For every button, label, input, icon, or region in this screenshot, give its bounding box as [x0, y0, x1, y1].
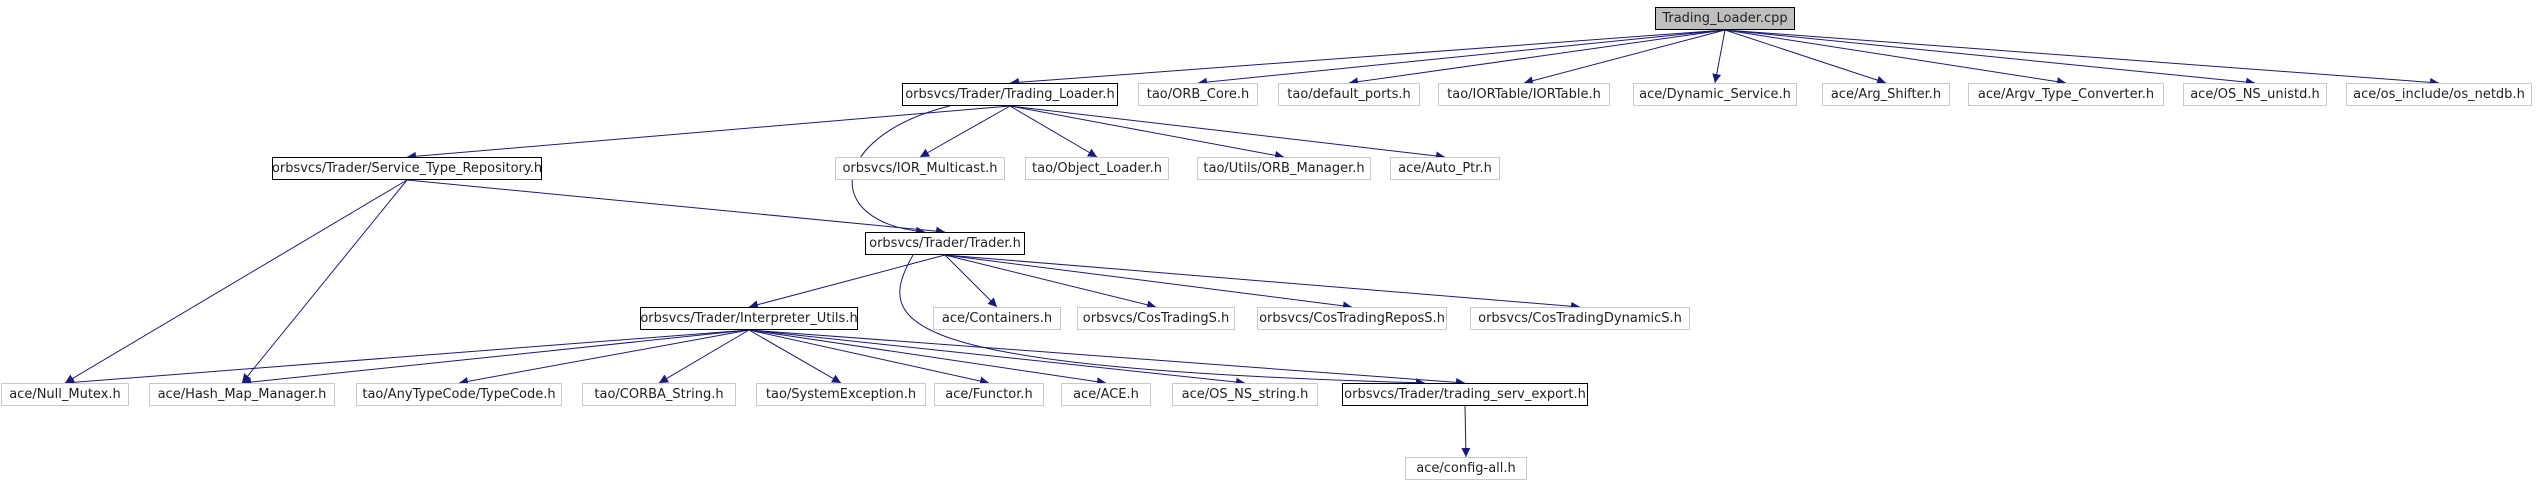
node-arg-shifter-h[interactable]: ace/Arg_Shifter.h: [1822, 83, 1950, 106]
node-orb-manager-h[interactable]: tao/Utils/ORB_Manager.h: [1197, 157, 1371, 180]
node-interpreter-utils-h[interactable]: orbsvcs/Trader/Interpreter_Utils.h: [640, 307, 858, 330]
edge-interpreter_utils_h-to-functor_h: [748, 329, 990, 386]
edge-trading_serv_export_h-to-config_all_h: [1461, 405, 1471, 458]
node-trader-h[interactable]: orbsvcs/Trader/Trader.h: [865, 232, 1025, 255]
node-dynamic-service-h[interactable]: ace/Dynamic_Service.h: [1633, 83, 1797, 106]
node-auto-ptr-h[interactable]: ace/Auto_Ptr.h: [1390, 157, 1500, 180]
edge-trading_loader_cpp-to-trading_loader_h: [1009, 29, 1726, 87]
node-service-type-repository-h[interactable]: orbsvcs/Trader/Service_Type_Repository.h: [272, 157, 542, 180]
node-ior-multicast-h[interactable]: orbsvcs/IOR_Multicast.h: [835, 157, 1005, 180]
edge-trader_h-to-cos_trading_dynamic_s_h: [944, 254, 1581, 311]
edge-trader_h-to-containers_h: [944, 254, 998, 308]
node-iortable-h[interactable]: tao/IORTable/IORTable.h: [1438, 83, 1610, 106]
edge-trading_loader_h-to-service_type_repository_h: [406, 105, 1011, 161]
node-os-netdb-h[interactable]: ace/os_include/os_netdb.h: [2346, 83, 2532, 106]
edge-interpreter_utils_h-to-corba_string_h: [658, 329, 750, 384]
node-config-all-h[interactable]: ace/config-all.h: [1405, 457, 1527, 480]
edge-trading_loader_cpp-to-os_ns_unistd_h: [1724, 29, 2256, 87]
edge-interpreter_utils_h-to-typecode_h: [458, 329, 750, 386]
edge-service_type_repository_h-to-trader_h: [406, 179, 946, 236]
edge-interpreter_utils_h-to-null_mutex_h: [64, 329, 750, 387]
node-default-ports-h[interactable]: tao/default_ports.h: [1278, 83, 1420, 106]
edge-trading_loader_cpp-to-iortable_h: [1523, 29, 1726, 86]
edge-trading_loader_cpp-to-orb_core_h: [1197, 29, 1726, 87]
edge-service_type_repository_h-to-null_mutex_h: [64, 179, 408, 384]
node-trading-loader-cpp: Trading_Loader.cpp: [1655, 7, 1795, 30]
edge-trading_loader_cpp-to-dynamic_service_h: [1712, 29, 1726, 84]
edge-trading_loader_h-to-auto_ptr_h: [1009, 105, 1446, 161]
node-corba-string-h[interactable]: tao/CORBA_String.h: [582, 383, 736, 406]
edge-trader_h-to-trading_serv_export_h: [899, 254, 1426, 388]
edge-service_type_repository_h-to-hash_map_manager_h: [241, 179, 408, 384]
edge-trader_h-to-interpreter_utils_h: [748, 254, 946, 310]
edge-trading_loader_cpp-to-arg_shifter_h: [1724, 29, 1887, 85]
edge-trading_loader_cpp-to-default_ports_h: [1348, 29, 1726, 87]
edge-trading_loader_h-to-ior_multicast_h: [919, 105, 1011, 158]
node-hash-map-manager-h[interactable]: ace/Hash_Map_Manager.h: [149, 383, 335, 406]
edge-interpreter_utils_h-to-hash_map_manager_h: [241, 329, 750, 387]
node-argv-type-converter-h[interactable]: ace/Argv_Type_Converter.h: [1968, 83, 2164, 106]
node-trading-loader-h[interactable]: orbsvcs/Trader/Trading_Loader.h: [902, 83, 1118, 106]
edge-trading_loader_h-to-object_loader_h: [1009, 105, 1098, 158]
edge-trader_h-to-cos_trading_repos_s_h: [944, 254, 1353, 311]
edge-interpreter_utils_h-to-ace_h: [748, 329, 1107, 387]
node-trading-serv-export-h[interactable]: orbsvcs/Trader/trading_serv_export.h: [1342, 383, 1588, 406]
node-containers-h[interactable]: ace/Containers.h: [933, 307, 1061, 330]
node-os-ns-string-h[interactable]: ace/OS_NS_string.h: [1172, 383, 1318, 406]
node-system-exception-h[interactable]: tao/SystemException.h: [756, 383, 926, 406]
node-cos-trading-s-h[interactable]: orbsvcs/CosTradingS.h: [1077, 307, 1235, 330]
edge-trading_loader_cpp-to-os_netdb_h: [1724, 29, 2440, 87]
node-functor-h[interactable]: ace/Functor.h: [934, 383, 1044, 406]
edge-interpreter_utils_h-to-system_exception_h: [748, 329, 842, 384]
node-orb-core-h[interactable]: tao/ORB_Core.h: [1138, 83, 1258, 106]
node-null-mutex-h[interactable]: ace/Null_Mutex.h: [1, 383, 129, 406]
node-cos-trading-repos-s-h[interactable]: orbsvcs/CosTradingReposS.h: [1257, 307, 1447, 330]
edge-interpreter_utils_h-to-os_ns_string_h: [748, 329, 1246, 387]
edge-trader_h-to-cos_trading_s_h: [944, 254, 1157, 310]
node-os-ns-unistd-h[interactable]: ace/OS_NS_unistd.h: [2183, 83, 2327, 106]
node-object-loader-h[interactable]: tao/Object_Loader.h: [1025, 157, 1169, 180]
edge-interpreter_utils_h-to-trading_serv_export_h: [748, 329, 1466, 387]
node-cos-trading-dynamic-s-h[interactable]: orbsvcs/CosTradingDynamicS.h: [1470, 307, 1690, 330]
edge-trading_loader_h-to-orb_manager_h: [1009, 105, 1285, 160]
node-ace-h[interactable]: ace/ACE.h: [1061, 383, 1151, 406]
node-typecode-h[interactable]: tao/AnyTypeCode/TypeCode.h: [356, 383, 562, 406]
edge-trading_loader_cpp-to-argv_type_converter_h: [1724, 29, 2067, 87]
